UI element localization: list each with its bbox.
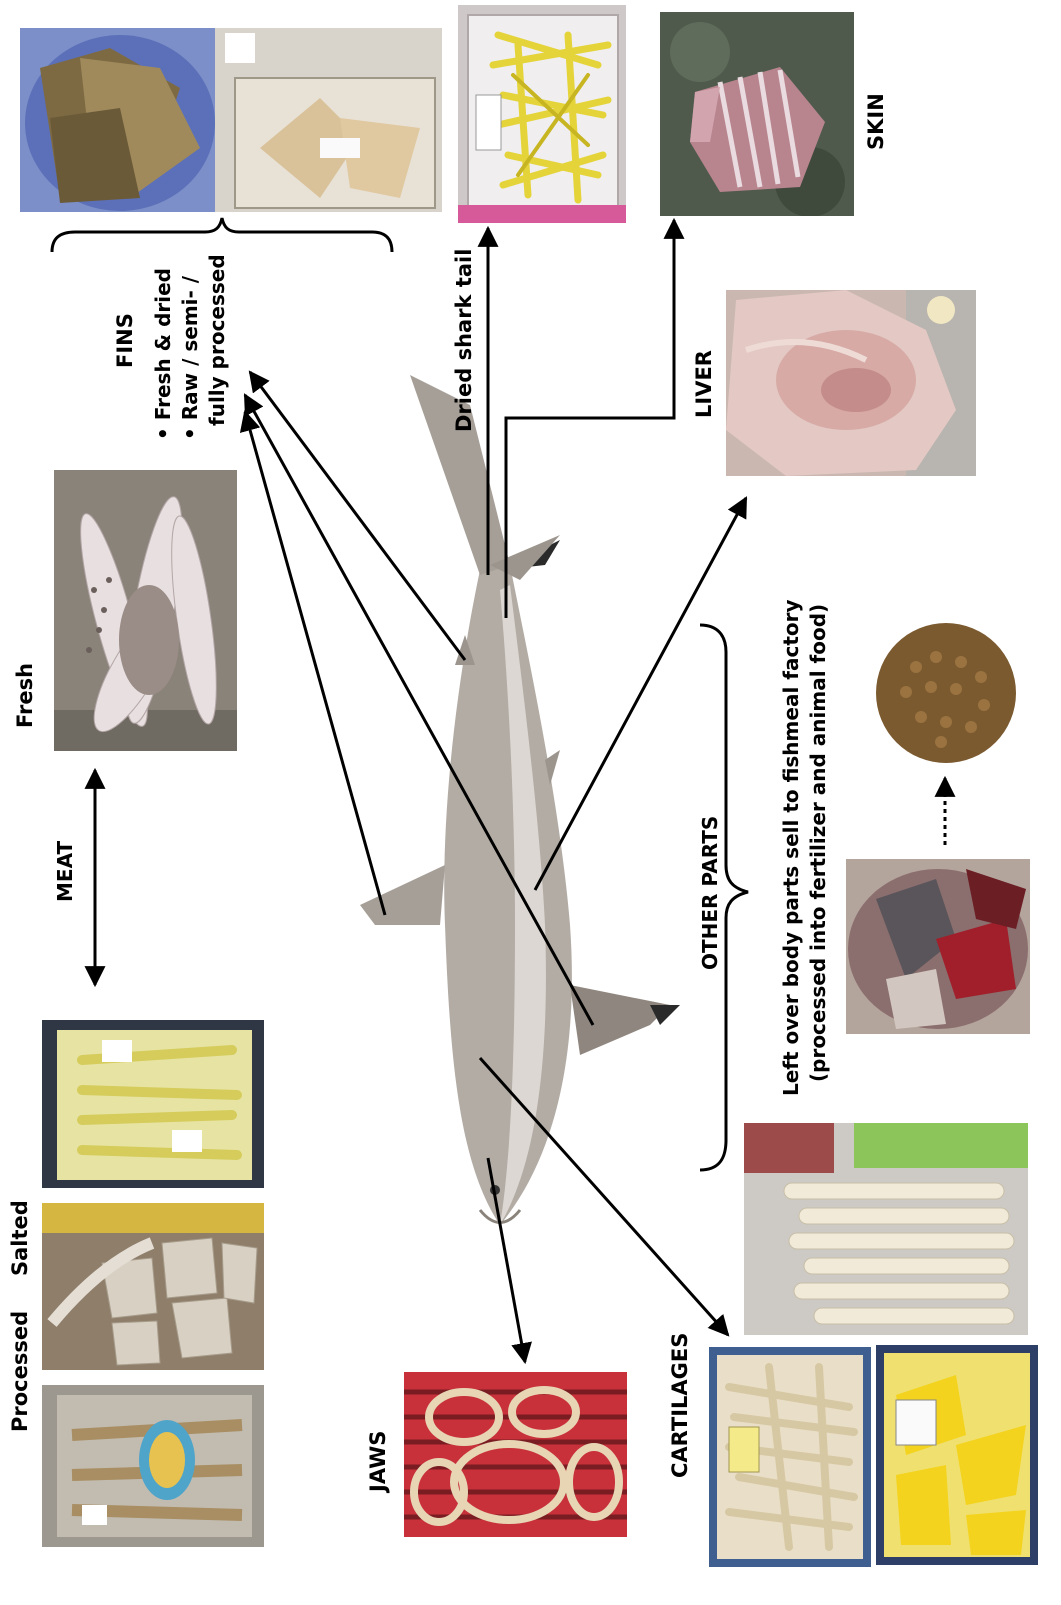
jaws-photo bbox=[404, 1372, 627, 1537]
fins-bullet-3: fully processed bbox=[204, 254, 231, 440]
label-fresh: Fresh bbox=[15, 663, 36, 728]
fins-brace bbox=[52, 218, 392, 252]
leftover-parts-photo bbox=[846, 859, 1030, 1034]
leftover-description: Left over body parts sell to fishmeal fa… bbox=[778, 599, 832, 1096]
leftover-line-2: (processed into fertilizer and animal fo… bbox=[805, 599, 832, 1096]
fins-bullet-2: • Raw / semi- / bbox=[177, 254, 204, 440]
label-skin: SKIN bbox=[866, 93, 887, 150]
label-fins: FINS bbox=[115, 313, 136, 368]
salted-meat-photo bbox=[42, 1203, 264, 1370]
liver-photo bbox=[726, 290, 976, 476]
label-processed: Processed bbox=[10, 1311, 31, 1432]
label-other-parts: OTHER PARTS bbox=[700, 816, 720, 970]
cartilage-photo-2 bbox=[709, 1347, 871, 1567]
label-meat: MEAT bbox=[55, 841, 75, 902]
label-jaws: JAWS bbox=[368, 1431, 389, 1492]
leftover-line-1: Left over body parts sell to fishmeal fa… bbox=[778, 599, 805, 1096]
label-dried-shark-tail: Dried shark tail bbox=[454, 249, 475, 432]
label-salted: Salted bbox=[10, 1200, 31, 1276]
cartilage-photo-1 bbox=[744, 1123, 1028, 1335]
fins-bullets: • Fresh & dried • Raw / semi- / fully pr… bbox=[150, 254, 231, 440]
label-liver: LIVER bbox=[694, 350, 715, 418]
fishmeal-pellets-photo bbox=[866, 617, 1024, 769]
fresh-meat-photo bbox=[54, 470, 237, 751]
dried-shark-tail-photo bbox=[458, 5, 626, 223]
cartilage-photo-3 bbox=[876, 1345, 1038, 1565]
processed-meat-photo bbox=[42, 1385, 264, 1547]
packaged-meat-photo bbox=[42, 1020, 264, 1188]
fins-bullet-1: • Fresh & dried bbox=[150, 254, 177, 440]
skin-photo bbox=[660, 12, 854, 216]
fins-photo bbox=[20, 28, 442, 212]
shark-illustration bbox=[350, 365, 690, 1245]
label-cartilages: CARTILAGES bbox=[670, 1333, 691, 1478]
